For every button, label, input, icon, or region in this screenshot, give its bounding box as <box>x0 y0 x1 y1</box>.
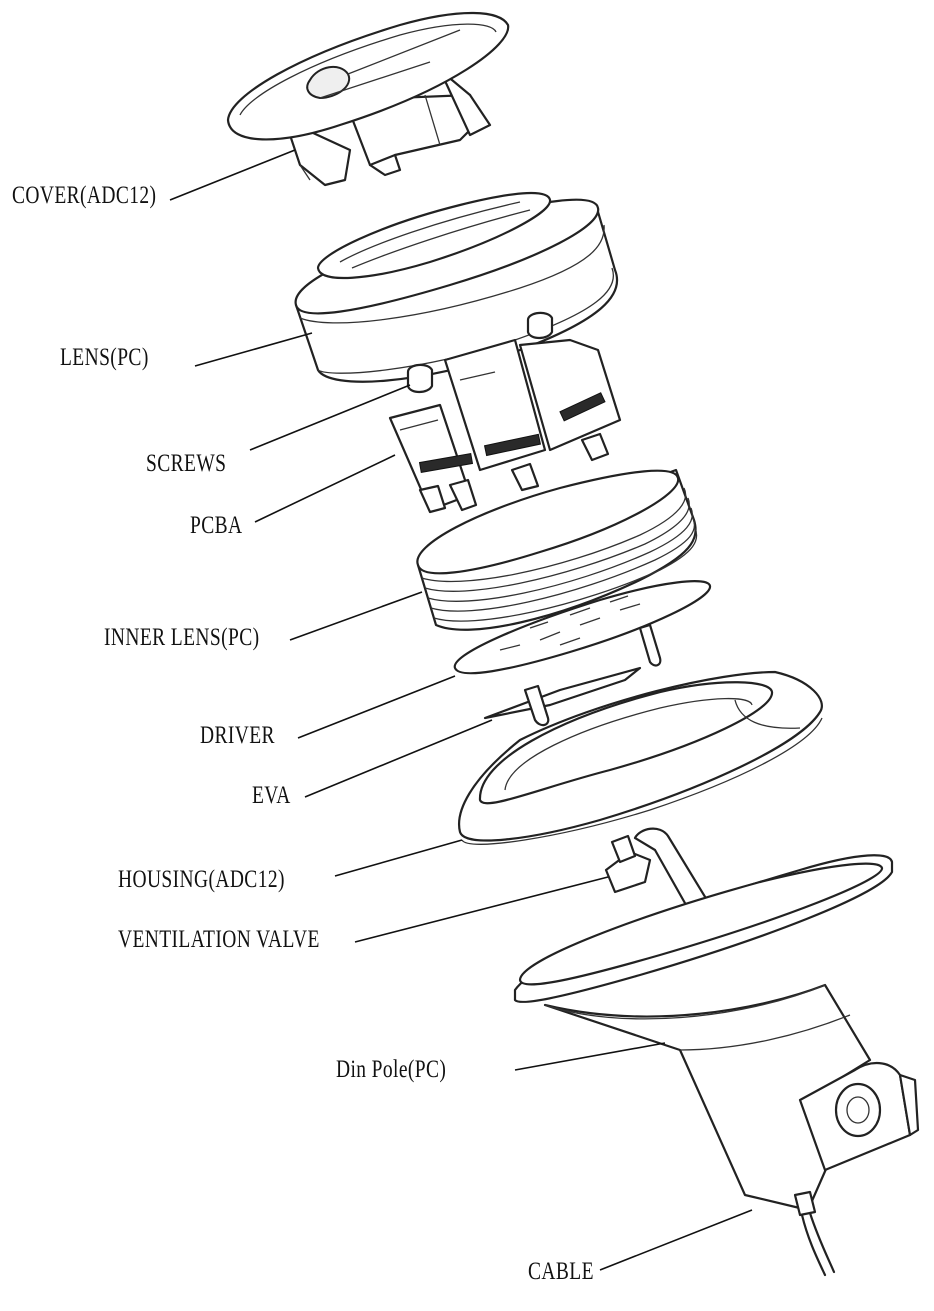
label-driver: DRIVER <box>200 722 275 749</box>
screws-part <box>406 311 554 394</box>
label-pcba: PCBA <box>190 512 243 539</box>
pcba-part <box>388 338 622 514</box>
label-housing: HOUSING(ADC12) <box>118 866 285 893</box>
cable-part <box>793 1190 836 1277</box>
leader-lines <box>169 149 753 1271</box>
label-ventilation-valve: VENTILATION VALVE <box>118 926 320 953</box>
label-cover: COVER(ADC12) <box>12 182 157 209</box>
housing-part <box>458 670 823 845</box>
eva-part <box>483 666 642 727</box>
din-pole-part <box>513 854 920 1212</box>
ventilation-valve-part <box>604 827 712 914</box>
inner-lens-part <box>416 468 698 631</box>
label-screws: SCREWS <box>146 450 227 477</box>
label-din-pole: Din Pole(PC) <box>336 1056 447 1083</box>
label-cable: CABLE <box>528 1258 594 1285</box>
cover-part <box>226 11 510 187</box>
label-inner-lens: INNER LENS(PC) <box>104 624 260 651</box>
driver-part <box>453 580 712 675</box>
label-lens: LENS(PC) <box>60 344 149 371</box>
label-eva: EVA <box>252 782 291 809</box>
